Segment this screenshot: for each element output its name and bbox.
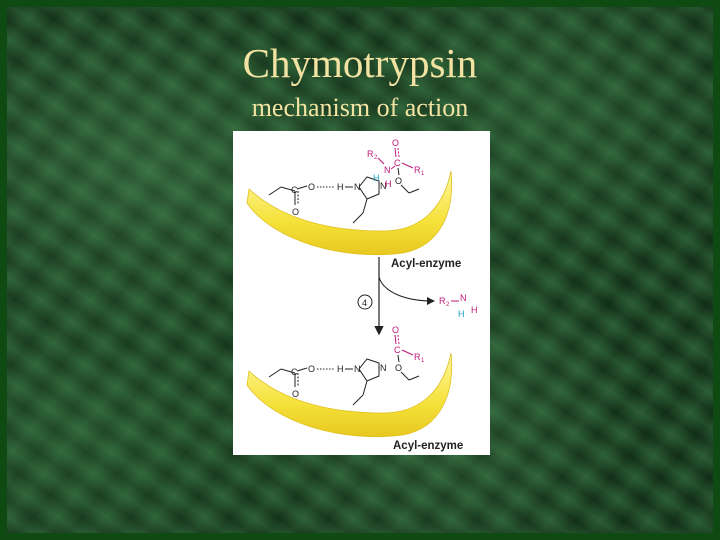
atom-r2-sub-top: 2 — [374, 155, 378, 161]
atom-o-ser-bottom: O — [395, 363, 402, 373]
bottom-panel: C O O H N N O C R 1 — [246, 325, 463, 452]
acyl-group-bottom: O C R 1 O — [392, 325, 425, 381]
atom-r1-bottom: R — [414, 352, 421, 362]
reaction-step: Acyl-enzyme 4 R 2 N H H — [357, 257, 478, 336]
asp-carboxylate-top — [268, 185, 308, 205]
atom-h-his-top: H — [337, 182, 344, 192]
atom-h-his-bottom: H — [337, 364, 344, 374]
atom-o-carbonyl-bottom: O — [392, 325, 399, 335]
atom-h1-amide-top: H — [373, 173, 380, 183]
top-panel-label: Acyl-enzyme — [391, 258, 461, 270]
atom-r1-sub-bottom: 1 — [421, 358, 425, 364]
enzyme-surface-top — [246, 170, 453, 256]
atom-r1-sub-top: 1 — [421, 171, 425, 177]
mechanism-figure: C O O H N N O C — [233, 131, 490, 455]
atom-n1-his-bottom: N — [354, 364, 361, 374]
his-imidazole-top — [358, 176, 380, 200]
his-imidazole-bottom — [358, 358, 380, 382]
atom-c-carbonyl-bottom: C — [394, 345, 401, 355]
atom-o-asp1-top: O — [308, 182, 315, 192]
atom-o-asp2-bottom: O — [292, 389, 299, 399]
atom-r2-top: R — [367, 149, 374, 159]
atom-c-asp-top: C — [291, 185, 298, 195]
atom-o-ser-top: O — [395, 176, 402, 186]
bottom-panel-label: Acyl-enzyme — [393, 440, 463, 452]
atom-o-asp1-bottom: O — [308, 364, 315, 374]
tetrahedral-intermediate-top: O C R 1 R 2 N H H O — [367, 138, 425, 194]
step-number: 4 — [362, 298, 367, 308]
atom-h2-leaving: H — [458, 309, 465, 319]
atom-n-amide-top: N — [384, 165, 391, 175]
enzyme-surface-bottom — [246, 352, 453, 438]
atom-n1-his-top: N — [354, 182, 361, 192]
atom-n2-his-bottom: N — [380, 363, 387, 373]
mechanism-diagram: C O O H N N O C — [246, 138, 478, 452]
atom-h1-leaving: H — [471, 305, 478, 315]
slide-title: Chymotrypsin — [242, 40, 478, 86]
asp-carboxylate-bottom — [268, 367, 308, 387]
top-panel: C O O H N N O C — [246, 138, 453, 256]
atom-o-carbonyl-top: O — [392, 138, 399, 148]
atom-o-asp2-top: O — [292, 207, 299, 217]
atom-r2-sub-leaving: 2 — [446, 302, 450, 308]
step-circle — [357, 294, 373, 310]
atom-n-leaving: N — [460, 293, 467, 303]
atom-n2-his-top: N — [380, 181, 387, 191]
atom-r1-top: R — [414, 165, 421, 175]
leaving-amine: R 2 N H H — [439, 293, 478, 319]
leaving-group-arrow — [378, 276, 435, 305]
atom-c-asp-bottom: C — [291, 367, 298, 377]
atom-r2-leaving: R — [439, 296, 446, 306]
atom-c-carbonyl-top: C — [394, 158, 401, 168]
slide-subtitle: mechanism of action — [251, 93, 469, 122]
atom-h2-amide-top: H — [385, 179, 392, 189]
